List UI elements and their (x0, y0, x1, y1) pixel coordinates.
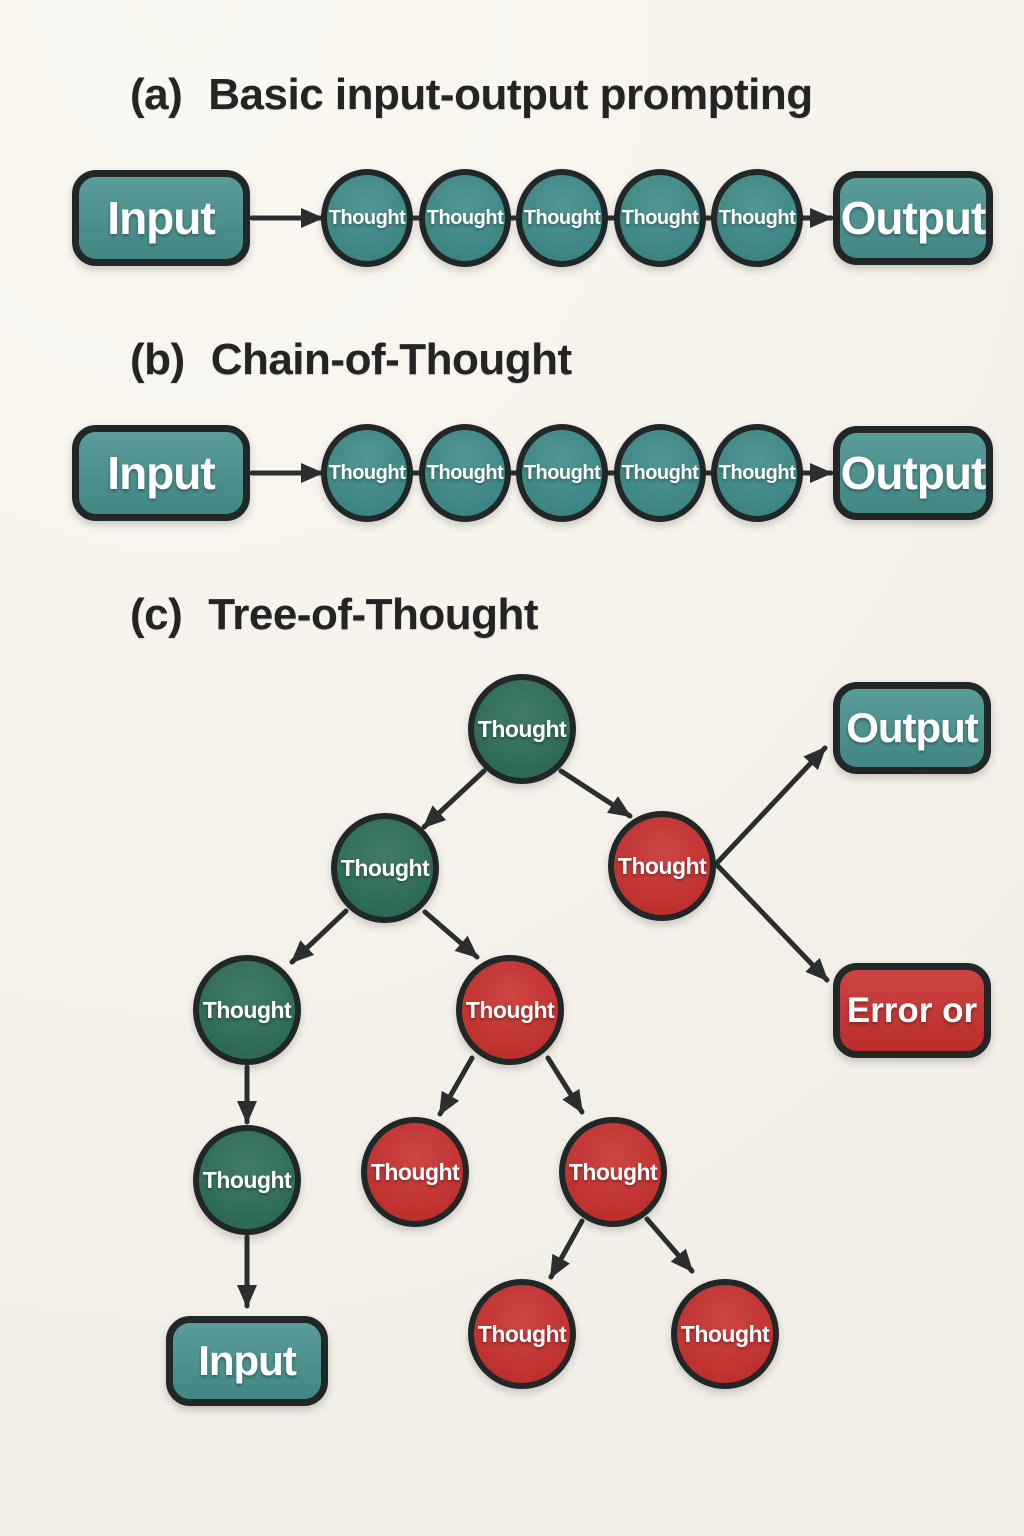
thought-node: Thought (456, 955, 564, 1065)
edge-arrow (437, 1055, 475, 1117)
edge-arrow (713, 861, 830, 983)
thought-node: Thought (516, 169, 608, 267)
thought-node: Thought (468, 1279, 576, 1389)
edge-arrow (558, 768, 633, 819)
thought-node: Thought (608, 811, 716, 921)
edge-arrow (545, 1055, 585, 1115)
thought-node: Thought (321, 169, 413, 267)
thought-node: Thought (559, 1117, 667, 1227)
section-label: (b) (130, 335, 185, 384)
section-label: (c) (130, 590, 183, 639)
thought-node: Thought (468, 674, 576, 784)
section-heading: Chain-of-Thought (210, 335, 572, 384)
section-heading: Tree-of-Thought (208, 590, 539, 639)
thought-node: Thought (419, 424, 511, 522)
edge-arrow (289, 908, 349, 965)
edge-arrow (548, 1218, 585, 1280)
section-title-tree-of-thought: (c) Tree-of-Thought (130, 590, 539, 640)
thought-node: Thought (193, 1125, 301, 1235)
edge-arrow (422, 909, 480, 960)
thought-node: Thought (711, 424, 803, 522)
edge-arrow (644, 1216, 695, 1274)
thought-node: Thought (419, 169, 511, 267)
input-box: Input (72, 170, 250, 266)
thought-node: Thought (516, 424, 608, 522)
edge-arrow (421, 768, 487, 830)
edge-arrow (713, 745, 828, 867)
tree-output-box: Output (833, 682, 991, 774)
tree-input-box: Input (166, 1316, 328, 1406)
section-title-chain-of-thought: (b) Chain-of-Thought (130, 335, 572, 385)
thought-node: Thought (193, 955, 301, 1065)
section-title-basic: (a) Basic input-output prompting (130, 70, 813, 120)
thought-node: Thought (614, 169, 706, 267)
section-label: (a) (130, 70, 183, 119)
thought-node: Thought (361, 1117, 469, 1227)
thought-node: Thought (321, 424, 413, 522)
section-heading: Basic input-output prompting (208, 70, 813, 119)
thought-node: Thought (711, 169, 803, 267)
output-box: Output (833, 171, 993, 265)
tree-error-box: Error or (833, 963, 991, 1058)
thought-node: Thought (671, 1279, 779, 1389)
output-box: Output (833, 426, 993, 520)
thought-node: Thought (614, 424, 706, 522)
thought-node: Thought (331, 813, 439, 923)
input-box: Input (72, 425, 250, 521)
